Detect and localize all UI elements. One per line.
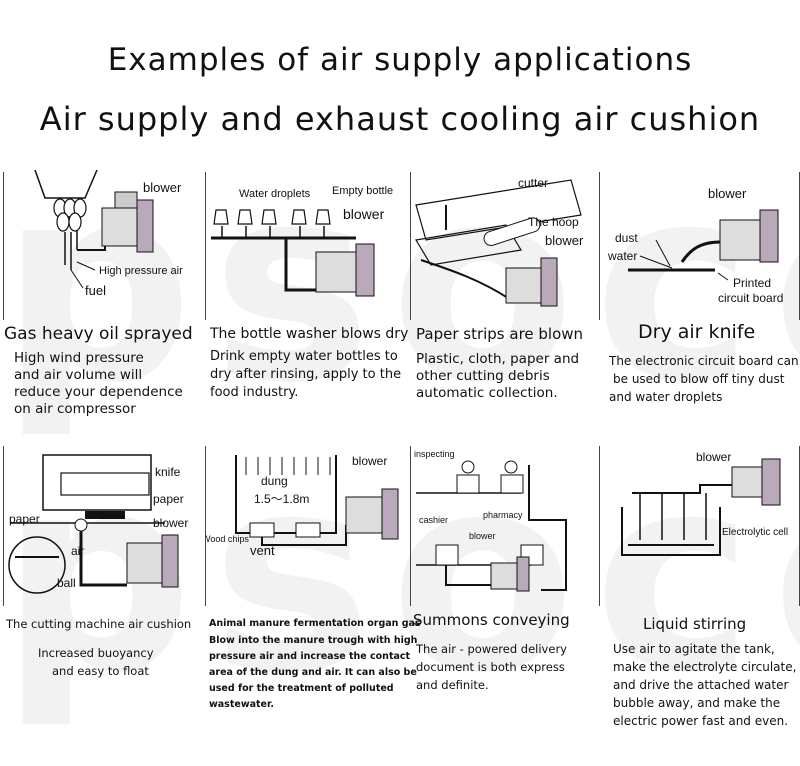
- divider: [205, 172, 206, 320]
- page-subtitle: Air supply and exhaust cooling air cushi…: [39, 100, 761, 138]
- panel-caption: The cutting machine air cushion: [6, 617, 192, 631]
- knife-label: knife: [155, 465, 181, 479]
- page-title: Examples of air supply applications: [107, 42, 693, 78]
- blower-label: blower: [343, 206, 385, 222]
- high-pressure-label: High pressure air: [99, 265, 183, 277]
- blower-label: blower: [153, 516, 188, 530]
- circuit-board-label: circuit board: [718, 291, 783, 305]
- panel-caption: Paper strips are blown: [416, 325, 584, 343]
- divider: [205, 446, 206, 606]
- blower-label: blower: [352, 454, 387, 468]
- panel-description: Use air to agitate the tank,make the ele…: [613, 642, 797, 728]
- fuel-label: fuel: [85, 283, 106, 298]
- blower-label: blower: [696, 450, 731, 464]
- cashier-label: cashier: [419, 515, 448, 525]
- divider: [599, 446, 600, 606]
- bottle-washer-illustration: Water droplets Empty bottle blower: [211, 185, 393, 297]
- blower-label: blower: [545, 233, 584, 248]
- water-label: water: [607, 249, 637, 263]
- dung-label: dung: [261, 474, 288, 488]
- air-label: air: [71, 544, 84, 558]
- panel-caption: Gas heavy oil sprayed: [4, 324, 193, 344]
- oil-spray-illustration: blower High pressure air fuel: [34, 170, 183, 298]
- droplets-label: Water droplets: [239, 188, 311, 200]
- printed-label: Printed: [733, 276, 771, 290]
- paper-left-label: paper: [9, 512, 40, 526]
- depth-label: 1.5〜1.8m: [254, 492, 309, 506]
- paper-label: paper: [153, 492, 184, 506]
- panel-caption: Animal manure fermentation organ gas: [209, 618, 421, 629]
- pneumatic-tube-illustration: inspecting pharmacy cashier blower: [414, 449, 567, 592]
- panel-caption: Summons conveying: [413, 611, 570, 629]
- panel-caption: The bottle washer blows dry: [210, 326, 409, 342]
- divider: [599, 172, 600, 320]
- pharmacy-label: pharmacy: [483, 510, 523, 520]
- cutting-machine-illustration: knife paper paper blower air ball: [8, 454, 188, 594]
- inspecting-label: inspecting: [414, 449, 455, 459]
- divider: [410, 172, 411, 320]
- electrolytic-cell-illustration: blower Electrolytic cell: [621, 450, 788, 556]
- air-knife-illustration: blower dust water Printed circuit board: [607, 186, 783, 305]
- dust-label: dust: [615, 231, 638, 245]
- manure-trough-illustration: blower dung 1.5〜1.8m Wood chips vent: [206, 454, 399, 558]
- divider: [410, 446, 411, 606]
- divider: [3, 172, 4, 320]
- cutter-label: cutter: [518, 176, 548, 190]
- electrolytic-cell-label: Electrolytic cell: [722, 527, 788, 538]
- hoop-label: The hoop: [528, 215, 579, 229]
- blower-label: blower: [469, 531, 496, 541]
- blower-label: blower: [143, 180, 182, 195]
- divider: [3, 446, 4, 606]
- panel-caption: Dry air knife: [638, 321, 756, 343]
- vent-label: vent: [250, 543, 275, 558]
- wood-chips-label: Wood chips: [206, 534, 249, 544]
- panel-caption: Liquid stirring: [643, 615, 747, 633]
- ball-label: ball: [57, 576, 76, 590]
- empty-bottle-label: Empty bottle: [332, 185, 393, 197]
- blower-label: blower: [708, 186, 747, 201]
- paper-strips-illustration: cutter The hoop blower: [415, 176, 584, 307]
